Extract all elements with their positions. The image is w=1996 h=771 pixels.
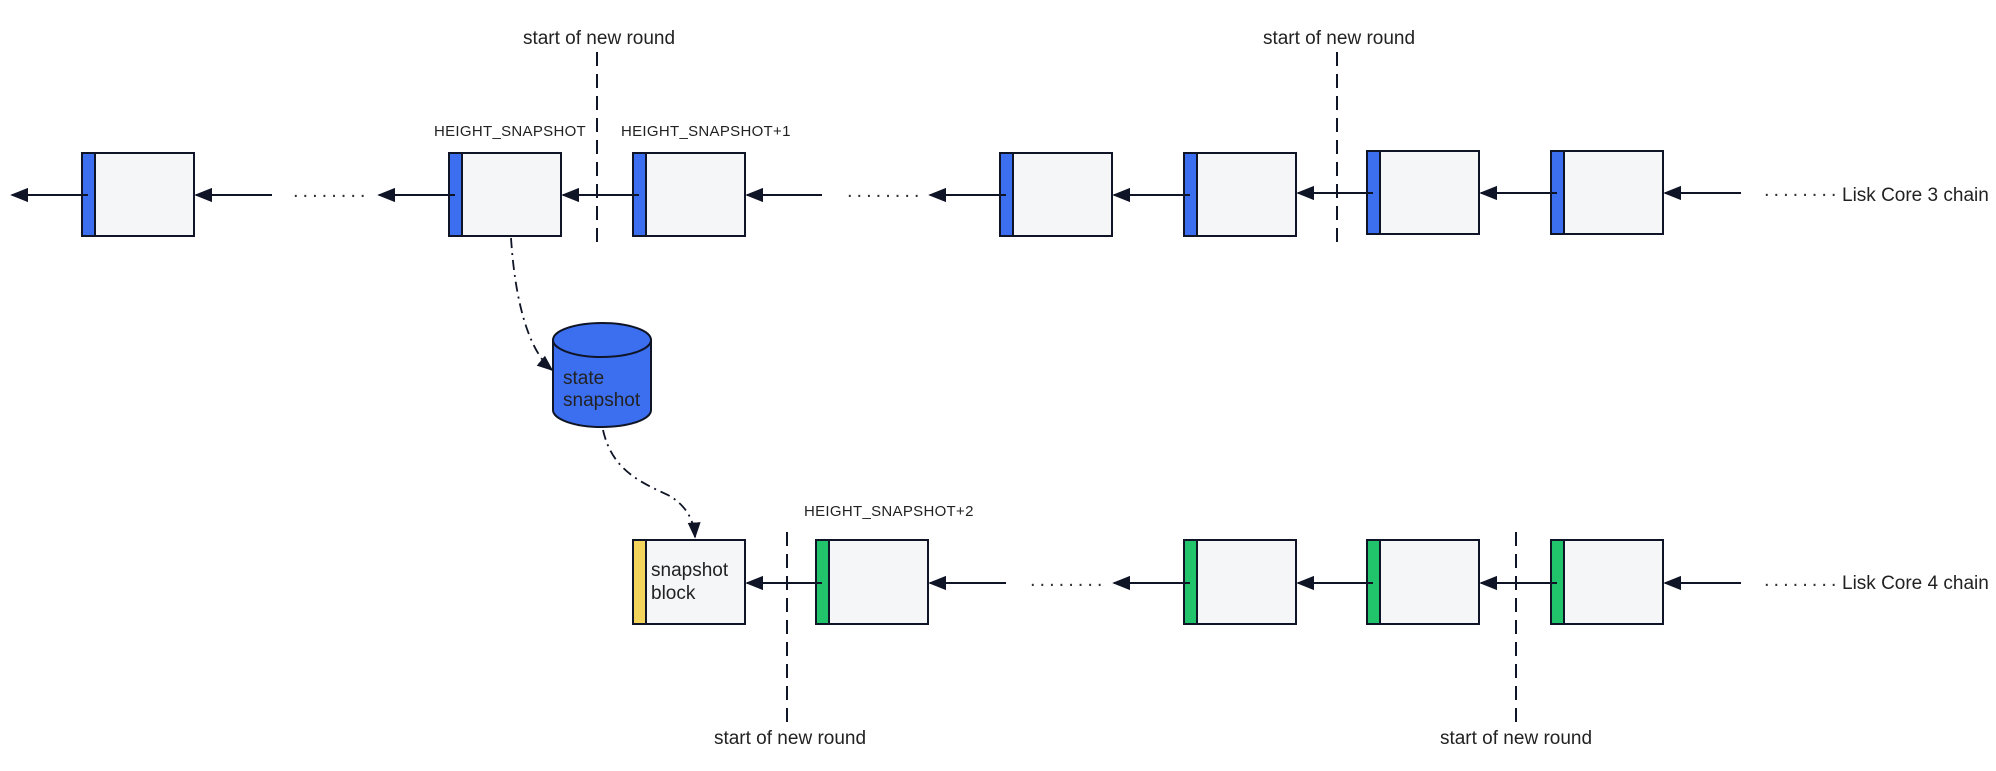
v3-block — [1550, 150, 1664, 235]
height-snapshot-label: HEIGHT_SNAPSHOT — [434, 123, 586, 140]
ellipsis: ........ — [1764, 179, 1840, 201]
v3-block — [81, 152, 195, 237]
state-snapshot-label: state — [563, 368, 604, 389]
state-snapshot-database-icon: state snapshot — [552, 322, 652, 428]
state-snapshot-flow: state snapshot — [510, 237, 701, 539]
chain-v3-label: Lisk Core 3 chain — [1842, 185, 1989, 206]
snapshot-block-label: snapshot — [651, 560, 729, 581]
snapshot-flow-arrow — [510, 237, 554, 372]
snapshot-block: snapshot block — [632, 539, 746, 625]
snapshot-block-label: block — [651, 583, 696, 604]
ellipsis: ........ — [293, 180, 369, 202]
v3-block-height-snapshot — [448, 152, 562, 237]
lisk-core-3-chain: ........ ........ ........ start of new … — [10, 28, 1989, 244]
v4-block — [1550, 539, 1664, 625]
round-start-label: start of new round — [1263, 28, 1415, 49]
v3-block — [1366, 150, 1480, 235]
round-start-label: start of new round — [1440, 728, 1592, 749]
ellipsis: ........ — [1030, 569, 1106, 591]
state-snapshot-label: snapshot — [563, 390, 641, 411]
v3-block-height-snapshot-plus1 — [632, 152, 746, 237]
v4-block-height-snapshot-plus2 — [815, 539, 929, 625]
v3-block — [999, 152, 1113, 237]
v3-block — [1183, 152, 1297, 237]
v4-block — [1183, 539, 1297, 625]
lisk-core-4-chain: snapshot block ........ ........ — [632, 503, 1989, 749]
height-snapshot-plus2-label: HEIGHT_SNAPSHOT+2 — [804, 503, 974, 520]
ellipsis: ........ — [847, 180, 923, 202]
round-start-label: start of new round — [523, 28, 675, 49]
v4-block — [1366, 539, 1480, 625]
chain-v4-label: Lisk Core 4 chain — [1842, 573, 1989, 594]
height-snapshot-plus1-label: HEIGHT_SNAPSHOT+1 — [621, 123, 791, 140]
ellipsis: ........ — [1764, 569, 1840, 591]
round-start-label: start of new round — [714, 728, 866, 749]
snapshot-flow-arrow — [602, 429, 701, 539]
